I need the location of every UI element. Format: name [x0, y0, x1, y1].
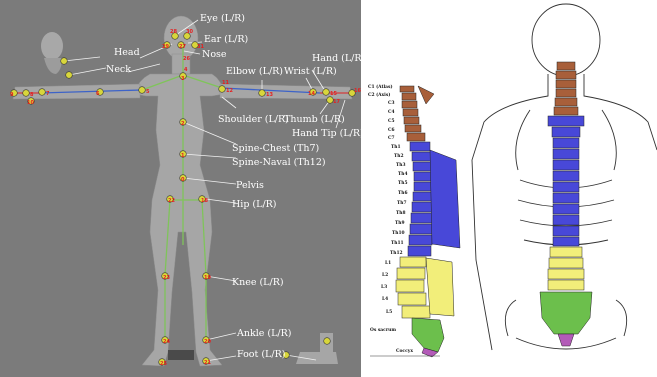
joint-number: 19 [204, 275, 211, 281]
joint-number: 7 [46, 91, 50, 97]
joint-number: 24 [163, 339, 170, 345]
joint-number: 4 [184, 67, 188, 73]
joint-number: 17 [333, 99, 340, 105]
vertebra-label-c5: C5 [388, 119, 395, 124]
vertebra-label-c6: C6 [388, 128, 395, 133]
label-hand: Hand (L/R) [312, 53, 365, 64]
joint-number: 26 [183, 56, 190, 62]
vertebra-label-th2: Th2 [394, 154, 404, 159]
joint-number: 15 [330, 91, 337, 97]
joint-number: 3 [181, 76, 185, 82]
label-pelvis: Pelvis [236, 180, 264, 191]
body-tracking-panel: 3 2 1 0 22 18 23 19 24 20 25 21 5 12 6 1… [0, 0, 365, 377]
joint-number: 18 [201, 198, 208, 204]
vertebra-label-l3: L3 [381, 285, 387, 290]
joint-number: 21 [204, 360, 211, 366]
joint-number: 29 [162, 44, 169, 50]
vertebra-label-c3: C3 [388, 101, 395, 106]
vertebra-label-coccyx: Coccyx [396, 349, 413, 354]
label-spine-chest: Spine-Chest (Th7) [232, 143, 319, 154]
vertebra-label-c7: C7 [388, 136, 395, 141]
label-eye: Eye (L/R) [200, 13, 245, 24]
joint-number: 8 [30, 92, 34, 98]
vertebra-label-th11: Th11 [391, 241, 404, 246]
joint-number: 9 [10, 92, 14, 98]
panel-background [365, 0, 657, 377]
label-thumb: Thumb (L/R) [284, 114, 345, 125]
label-ankle: Ankle (L/R) [236, 328, 292, 339]
label-shoulder: Shoulder (L/R) [218, 114, 289, 125]
label-spine-naval: Spine-Naval (Th12) [232, 157, 326, 168]
joint-number: 28 [170, 29, 177, 35]
joint-number: 23 [163, 275, 170, 281]
joint-inset-foot-1 [324, 338, 331, 345]
panel-divider [361, 0, 365, 377]
joint-number: 30 [186, 29, 193, 35]
vertebra-label-th4: Th4 [398, 172, 408, 177]
joint-inset-head-2 [66, 72, 73, 79]
vertebra-label-c4: C4 [388, 110, 395, 115]
vertebra-label-th8: Th8 [396, 211, 406, 216]
joint-inset-head-1 [61, 58, 68, 65]
floor-shadow [168, 350, 194, 360]
vertebra-label-l2: L2 [382, 273, 388, 278]
vertebra-label-th3: Th3 [396, 163, 406, 168]
label-knee: Knee (L/R) [232, 277, 284, 288]
vertebra-label-l1: L1 [385, 261, 391, 266]
joint-elbow-right [259, 90, 266, 97]
joint-hand-left [23, 90, 30, 97]
joint-number: 2 [181, 121, 185, 127]
joint-number: 6 [96, 91, 100, 97]
joint-number: 10 [27, 100, 34, 106]
vertebra-label-c2: C2 (Axis) [368, 93, 390, 98]
joint-number: 11 [222, 80, 229, 86]
joint-number: 5 [146, 89, 150, 95]
vertebra-label-th9: Th9 [395, 221, 405, 226]
joint-number: 12 [226, 88, 233, 94]
vertebra-label-c1: C1 (Atlas) [368, 85, 393, 90]
joint-shoulder-right [219, 86, 226, 93]
vertebra-label-th6: Th6 [398, 191, 408, 196]
vertebra-label-sacrum: Os sacrum [370, 328, 396, 333]
vertebra-label-l5: L5 [386, 310, 392, 315]
spine-anatomy-panel: C1 (Atlas) C2 (Axis) C3 C4 C5 C6 C7 Th1 … [365, 0, 657, 377]
joint-number: 14 [308, 91, 315, 97]
label-ear: Ear (L/R) [204, 34, 248, 45]
vertebra-label-th7: Th7 [397, 201, 407, 206]
thoracic-vertebrae [408, 142, 460, 256]
vertebra-label-l4: L4 [382, 297, 388, 302]
label-neck: Neck [106, 64, 131, 75]
joint-shoulder-left [139, 87, 146, 94]
joint-number: 16 [354, 88, 361, 94]
vertebra-label-th1: Th1 [391, 145, 401, 150]
joint-number: 27 [179, 44, 186, 50]
label-foot: Foot (L/R) [237, 349, 285, 360]
label-hip: Hip (L/R) [232, 199, 277, 210]
label-hand-tip: Hand Tip (L/R) [292, 128, 364, 139]
joint-hand-right [323, 89, 330, 96]
joint-number: 13 [266, 92, 273, 98]
label-elbow: Elbow (L/R) [226, 66, 283, 77]
posterior-thoracic [548, 116, 584, 246]
label-wrist: Wrist (L/R) [284, 66, 337, 77]
joint-number: 22 [168, 198, 175, 204]
label-head: Head [114, 47, 140, 58]
joint-wrist-left [39, 89, 46, 96]
joint-number: 1 [181, 153, 185, 159]
vertebra-label-th10: Th10 [392, 231, 405, 236]
joint-number: 25 [160, 361, 167, 367]
joint-number: 20 [204, 339, 211, 345]
joint-number: 0 [181, 177, 185, 183]
label-nose: Nose [202, 49, 227, 60]
vertebra-label-th12: Th12 [390, 251, 403, 256]
vertebra-label-th5: Th5 [398, 181, 408, 186]
